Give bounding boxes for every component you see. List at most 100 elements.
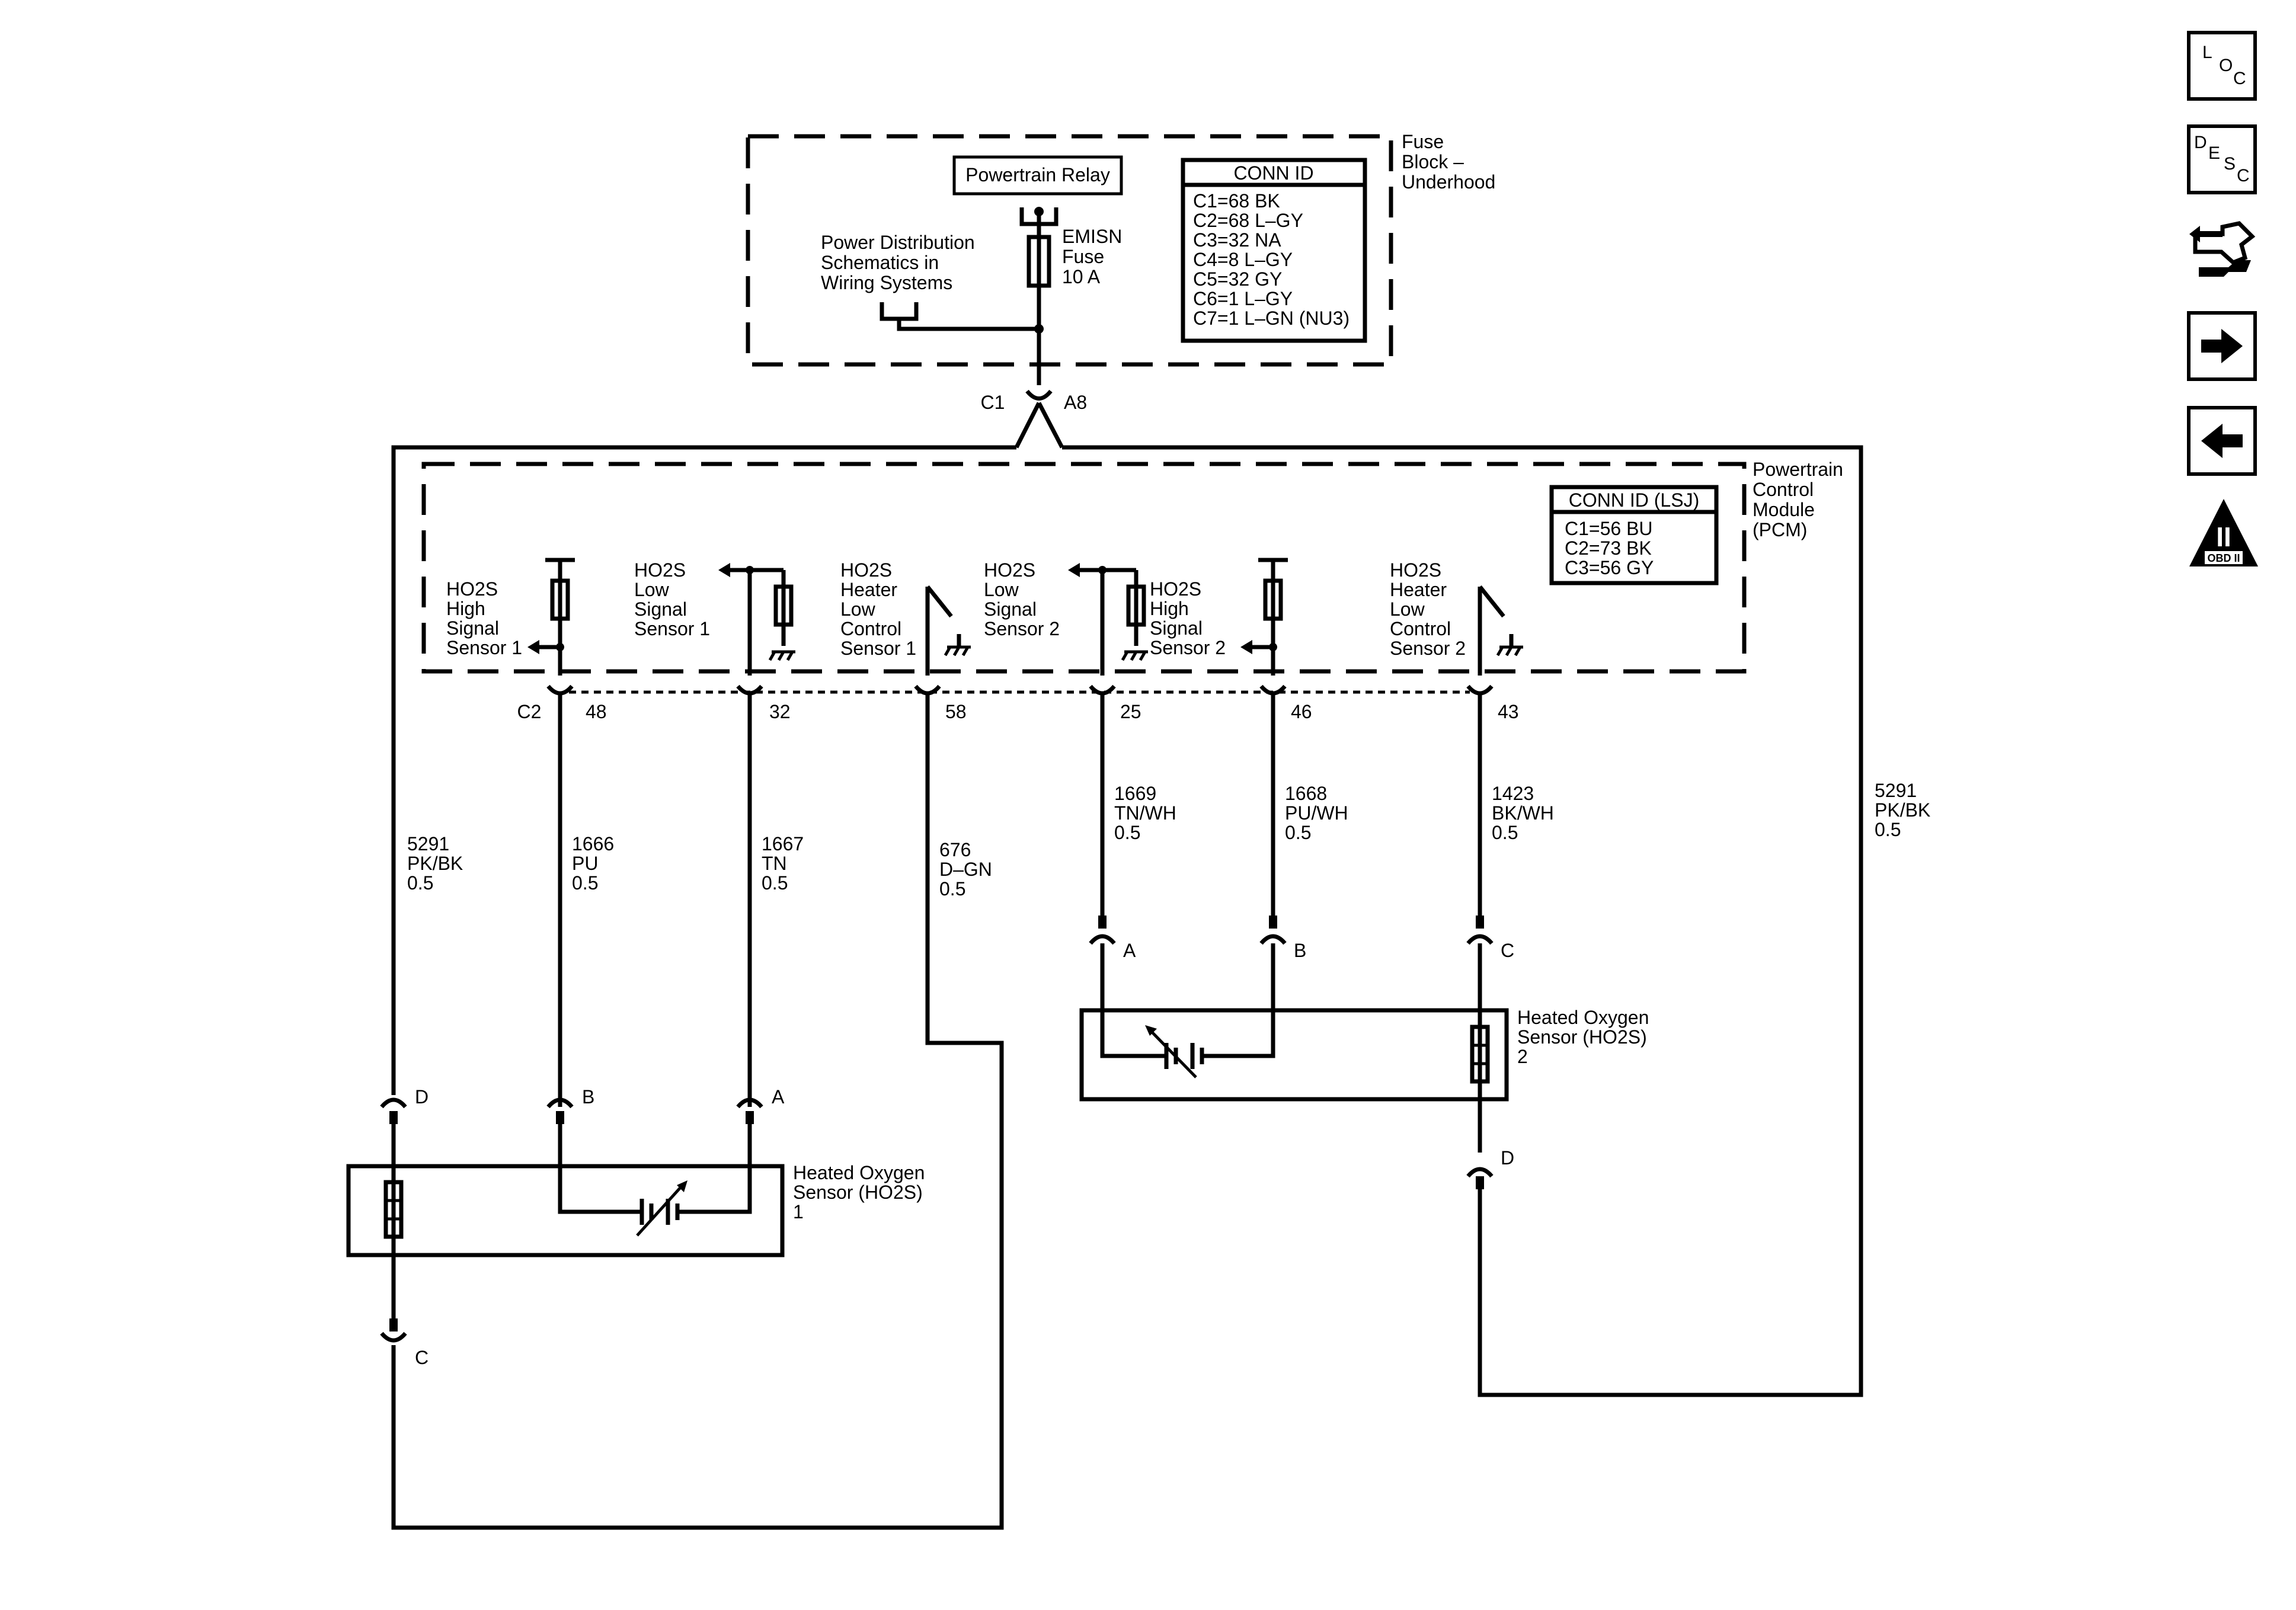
power-distribution-bracket — [880, 302, 919, 321]
powertrain-control-module: Powertrain Control Module (PCM) CONN ID … — [421, 459, 1849, 676]
pin-label: 48 — [586, 701, 607, 722]
wire-1423-label: 1423 BK/WH 0.5 — [1492, 783, 1559, 843]
ground-icon — [1121, 650, 1148, 661]
wire-5291-right-label: 5291 PK/BK 0.5 — [1875, 780, 1936, 840]
pcm-circuit-ho2s-high-signal-sensor-2: HO2S High Signal Sensor 2 — [1150, 558, 1288, 676]
sensor-2-connectors — [1089, 916, 1494, 945]
sensor-2-pin-b: B — [1294, 940, 1306, 961]
pcm-circuit-label: HO2S Heater Low Control Sensor 1 — [840, 559, 916, 659]
sensor-2-outline — [1079, 1008, 1509, 1102]
pcm-circuit-ho2s-low-signal-sensor-1: HO2S Low Signal Sensor 1 — [634, 559, 795, 676]
wire-676-label: 676 D–GN 0.5 — [939, 839, 997, 900]
wire-676 — [391, 694, 1004, 1530]
svg-text:E: E — [2208, 143, 2220, 163]
wire-1666-label: 1666 PU 0.5 — [572, 833, 619, 894]
resistor-icon — [550, 578, 570, 621]
sensor-2-title: Heated Oxygen Sensor (HO2S) 2 — [1517, 1007, 1654, 1067]
pcm-conn-id-table — [1549, 485, 1719, 585]
sensor-1-connector-c — [380, 1318, 407, 1343]
desc-icon: D E S C — [2194, 133, 2250, 185]
pcm-circuit-label: HO2S Low Signal Sensor 1 — [634, 559, 710, 639]
fuse-block-underhood: Fuse Block – Underhood Powertrain Relay … — [746, 131, 1495, 385]
wire-1668-label: 1668 PU/WH 0.5 — [1285, 783, 1354, 843]
pcm-circuit-ho2s-low-signal-sensor-2: HO2S Low Signal Sensor 2 — [984, 559, 1148, 676]
wire-1669-label: 1669 TN/WH 0.5 — [1114, 783, 1182, 843]
pin-label: 46 — [1291, 701, 1312, 722]
ground-icon — [944, 645, 971, 657]
resistor-icon — [773, 584, 794, 627]
obd-ii-badge: II OBD II — [2187, 497, 2260, 570]
pcm-circuit-ho2s-heater-low-control-sensor-1: HO2S Heater Low Control Sensor 1 — [840, 559, 971, 676]
powertrain-relay-label: Powertrain Relay — [965, 164, 1110, 185]
sensor-2-pin-d: D — [1501, 1147, 1514, 1169]
connector-c1-a8: C1 A8 — [981, 389, 1087, 449]
svg-text:L: L — [2202, 43, 2212, 62]
fuse-block-title: Fuse Block – Underhood — [1402, 131, 1495, 193]
sensor-2-pin-a: A — [1123, 940, 1136, 961]
connector-c2-label: C2 — [517, 701, 542, 722]
connector-pins — [546, 684, 1494, 696]
loc-icon: L O C — [2202, 43, 2246, 88]
pcm-title: Powertrain Control Module (PCM) — [1753, 459, 1849, 540]
wire-5291-left — [391, 445, 1016, 1095]
variable-cell-icon — [1145, 1025, 1209, 1078]
power-distribution-wire — [897, 319, 1039, 331]
pcm-connector-c2: C2 48 32 58 25 46 43 — [517, 684, 1519, 722]
connector-end-view-button[interactable] — [2187, 210, 2257, 286]
signal-arrow-icon — [718, 563, 730, 577]
switch-icon — [926, 585, 953, 618]
pcm-outline — [421, 462, 1747, 674]
sensor-2-pin-c: C — [1501, 940, 1514, 961]
pcm-circuit-label: HO2S Heater Low Control Sensor 2 — [1390, 559, 1466, 659]
next-page-arrow-icon — [2201, 329, 2243, 363]
wire-5291-left-label: 5291 PK/BK 0.5 — [407, 833, 468, 894]
pcm-circuit-label: HO2S High Signal Sensor 1 — [446, 578, 522, 658]
heated-oxygen-sensor-2: A B C Heated Oxygen Sensor (HO2S) 2 — [1079, 916, 1654, 1189]
previous-page-button[interactable] — [2187, 406, 2257, 476]
pin-label: 58 — [945, 701, 967, 722]
svg-text:II: II — [2216, 521, 2231, 552]
description-button[interactable]: D E S C — [2187, 124, 2257, 194]
previous-page-arrow-icon — [2201, 424, 2243, 458]
sensor-2-connector-d — [1466, 1167, 1494, 1189]
powertrain-relay-box — [952, 155, 1123, 196]
heater-element-icon — [383, 1180, 404, 1239]
conn-id-title: CONN ID — [1233, 162, 1313, 184]
emisn-fuse-label: EMISN Fuse 10 A — [1062, 226, 1127, 287]
pcm-circuit-label: HO2S High Signal Sensor 2 — [1150, 578, 1226, 658]
connector-pin-a8-label: A8 — [1064, 392, 1087, 413]
split-right-wire — [1037, 402, 1064, 449]
sensor-1-title: Heated Oxygen Sensor (HO2S) 1 — [793, 1162, 930, 1222]
next-page-button[interactable] — [2187, 311, 2257, 381]
split-left-wire — [1014, 402, 1041, 449]
ground-icon — [1496, 645, 1523, 657]
sensor-1-pin-d: D — [415, 1086, 428, 1108]
pcm-conn-id-title: CONN ID (LSJ) — [1569, 489, 1699, 511]
location-button[interactable]: L O C — [2187, 31, 2257, 101]
connector-c1-symbol — [1025, 389, 1053, 401]
signal-arrow-icon — [527, 640, 539, 654]
connector-end-view-icon — [2189, 221, 2256, 277]
svg-text:C: C — [2237, 166, 2250, 185]
svg-text:O: O — [2219, 56, 2233, 75]
signal-arrow-icon — [1068, 563, 1080, 577]
sensor-1-outline — [346, 1164, 785, 1257]
fuse-block-outline — [746, 134, 1393, 367]
variable-cell-icon — [635, 1180, 687, 1237]
sensor-1-pin-b: B — [582, 1086, 594, 1108]
pin-label: 32 — [769, 701, 791, 722]
fuse-block-conn-id-table — [1181, 158, 1367, 343]
wire-1667-label: 1667 TN 0.5 — [762, 833, 809, 894]
emisn-fuse-icon — [1027, 235, 1051, 288]
resistor-icon — [1263, 578, 1283, 621]
connector-c1-label: C1 — [981, 392, 1005, 413]
sensor-1-connectors — [380, 1097, 763, 1124]
pcm-circuit-label: HO2S Low Signal Sensor 2 — [984, 559, 1060, 639]
svg-text:C: C — [2233, 69, 2246, 88]
svg-text:OBD II: OBD II — [2207, 552, 2240, 564]
power-distribution-reference: Power Distribution Schematics in Wiring … — [821, 232, 980, 293]
wire-5291-right — [1062, 445, 1863, 1397]
signal-arrow-icon — [1240, 640, 1252, 654]
svg-text:S: S — [2224, 154, 2236, 174]
